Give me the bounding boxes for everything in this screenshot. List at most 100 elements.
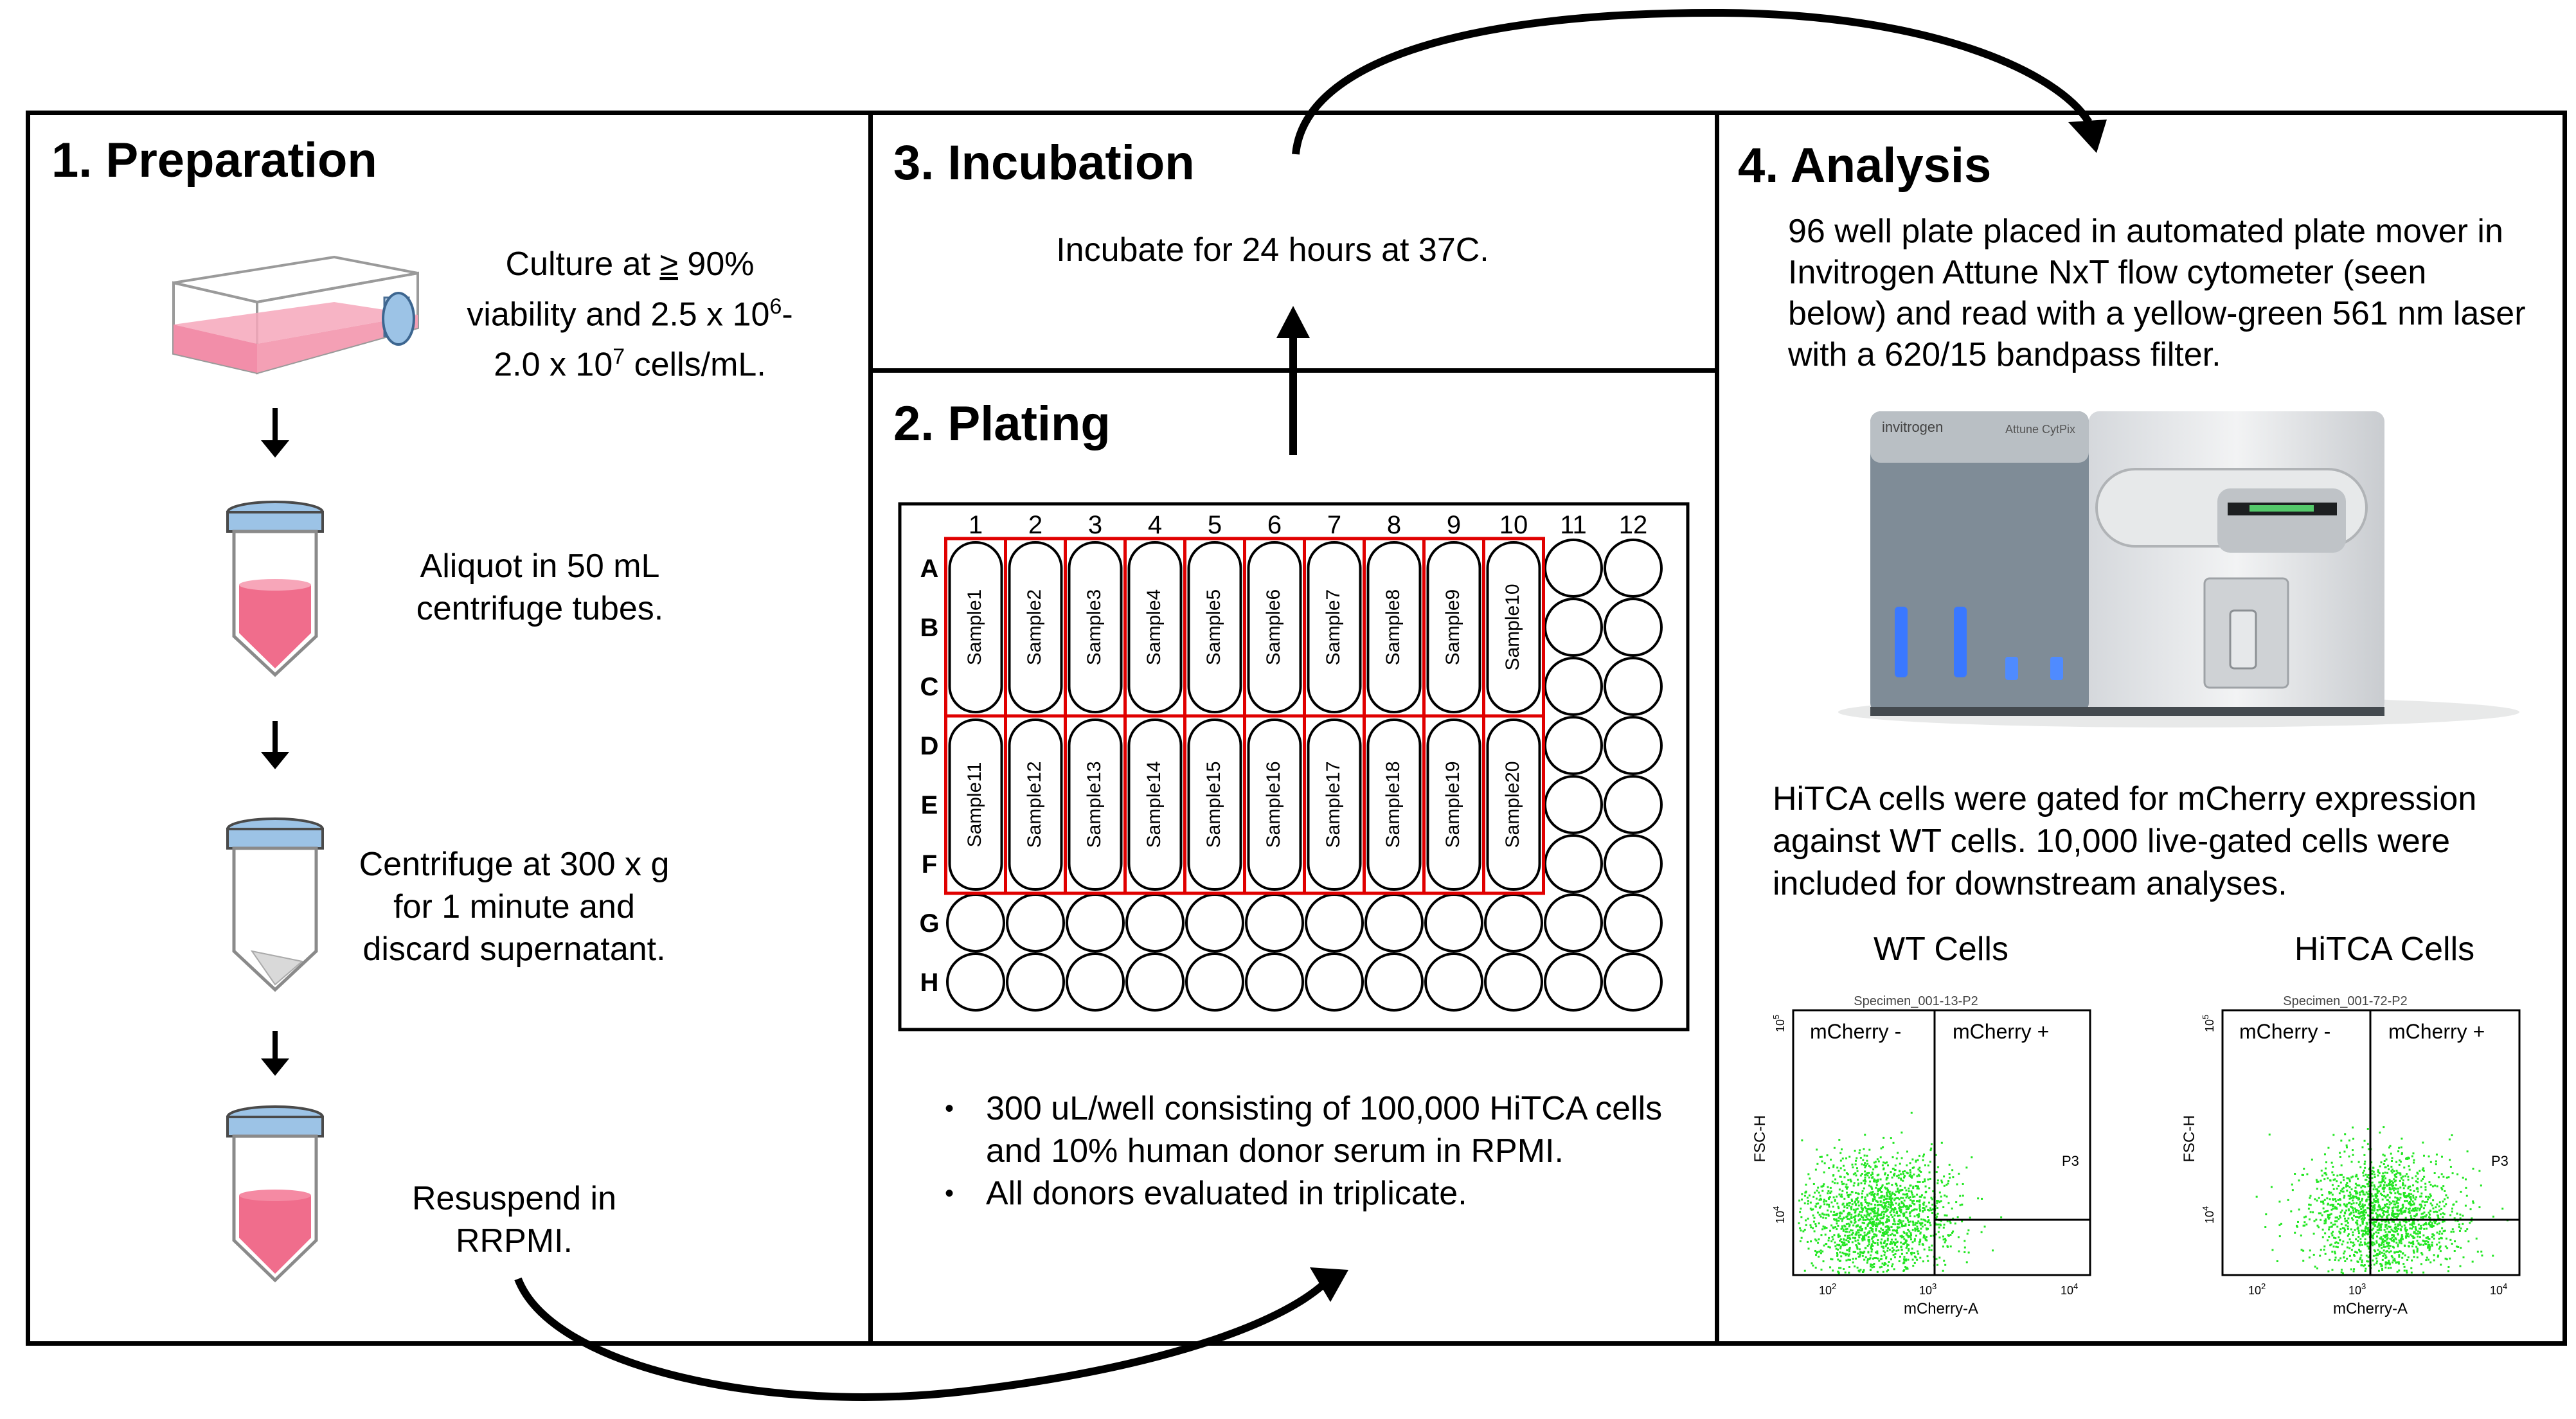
- event-dot: [2384, 1205, 2387, 1208]
- event-dot: [1882, 1271, 1884, 1273]
- event-dot: [2363, 1139, 2366, 1142]
- event-dot: [2298, 1208, 2300, 1211]
- event-dot: [1893, 1244, 1896, 1246]
- event-dot: [2331, 1269, 2334, 1271]
- event-dot: [2411, 1223, 2413, 1226]
- plate-row-label: D: [920, 732, 939, 760]
- sample-label: Sample9: [1442, 589, 1463, 665]
- event-dot: [2367, 1229, 2370, 1231]
- event-dot: [2302, 1224, 2305, 1227]
- event-dot: [2372, 1166, 2374, 1169]
- event-dot: [2407, 1256, 2410, 1258]
- event-dot: [2391, 1185, 2393, 1188]
- event-dot: [1842, 1229, 1845, 1232]
- event-dot: [2354, 1208, 2356, 1210]
- event-dot: [2347, 1225, 2349, 1227]
- event-dot: [1874, 1193, 1876, 1195]
- event-dot: [1902, 1220, 1904, 1222]
- event-dot: [1892, 1204, 1894, 1206]
- event-dot: [2386, 1262, 2389, 1264]
- event-dot: [1806, 1197, 1809, 1199]
- event-dot: [1881, 1245, 1884, 1248]
- well: [1364, 893, 1424, 952]
- event-dot: [2397, 1197, 2399, 1200]
- event-dot: [1873, 1178, 1875, 1181]
- event-dot: [1919, 1231, 1922, 1234]
- event-dot: [2421, 1200, 2424, 1202]
- event-dot: [2359, 1258, 2361, 1261]
- event-dot: [1866, 1154, 1868, 1157]
- event-dot: [2362, 1191, 2365, 1193]
- event-dot: [1924, 1180, 1926, 1182]
- event-dot: [2380, 1236, 2383, 1238]
- event-dot: [2428, 1222, 2431, 1224]
- event-dot: [2392, 1200, 2394, 1202]
- event-dot: [1863, 1258, 1866, 1261]
- analysis-title: 4. Analysis: [1738, 138, 1992, 193]
- event-dot: [1883, 1208, 1885, 1210]
- event-dot: [1901, 1221, 1903, 1224]
- event-dot: [2270, 1186, 2273, 1188]
- event-dot: [2393, 1203, 2395, 1206]
- event-dot: [2373, 1263, 2375, 1266]
- event-dot: [1903, 1212, 1906, 1215]
- event-dot: [1913, 1208, 1916, 1211]
- event-dot: [1867, 1236, 1870, 1238]
- event-dot: [1890, 1205, 1892, 1208]
- sample-well-merged: [1366, 718, 1422, 891]
- event-dot: [2352, 1149, 2354, 1152]
- event-dot: [1906, 1172, 1908, 1174]
- preparation-title: 1. Preparation: [51, 133, 377, 188]
- plate-row-label: E: [921, 791, 938, 819]
- event-dot: [2388, 1179, 2391, 1181]
- event-dot: [2438, 1209, 2441, 1211]
- event-dot: [1882, 1201, 1884, 1204]
- event-dot: [2348, 1201, 2351, 1204]
- event-dot: [1875, 1235, 1877, 1238]
- event-dot: [1840, 1255, 1843, 1258]
- event-dot: [2398, 1193, 2401, 1195]
- event-dot: [2404, 1217, 2407, 1219]
- event-dot: [1837, 1206, 1839, 1208]
- event-dot: [2383, 1245, 2385, 1248]
- quadrant-label-positive: mCherry +: [2388, 1020, 2485, 1043]
- event-dot: [1906, 1243, 1909, 1245]
- event-dot: [2414, 1198, 2417, 1200]
- event-dot: [1864, 1176, 1866, 1179]
- event-dot: [1846, 1191, 1848, 1194]
- event-dot: [1917, 1250, 1919, 1253]
- event-dot: [1943, 1175, 1945, 1178]
- event-dot: [2410, 1271, 2413, 1274]
- event-dot: [2431, 1233, 2434, 1236]
- event-dot: [2376, 1188, 2379, 1191]
- event-dot: [2366, 1143, 2369, 1145]
- event-dot: [1897, 1204, 1900, 1206]
- event-dot: [1877, 1257, 1879, 1260]
- event-dot: [1897, 1197, 1899, 1200]
- event-dot: [1838, 1207, 1840, 1209]
- event-dot: [1836, 1244, 1839, 1246]
- event-dot: [2396, 1209, 2399, 1211]
- event-dot: [2398, 1255, 2401, 1258]
- event-dot: [1916, 1175, 1919, 1177]
- event-dot: [2394, 1192, 2397, 1195]
- event-dot: [2373, 1209, 2375, 1211]
- event-dot: [2408, 1202, 2410, 1204]
- event-dot: [2435, 1206, 2437, 1209]
- event-dot: [1854, 1200, 1857, 1203]
- event-dot: [2424, 1240, 2426, 1243]
- event-dot: [1894, 1223, 1897, 1226]
- event-dot: [1798, 1222, 1800, 1224]
- event-dot: [1869, 1221, 1872, 1224]
- event-dot: [1868, 1214, 1870, 1217]
- event-dot: [1902, 1206, 1904, 1208]
- event-dot: [1855, 1208, 1857, 1211]
- event-dot: [2427, 1244, 2429, 1247]
- event-dot: [2420, 1263, 2422, 1265]
- event-dot: [2410, 1215, 2412, 1217]
- event-dot: [2347, 1227, 2349, 1230]
- event-dot: [2372, 1217, 2374, 1220]
- event-dot: [2395, 1206, 2397, 1209]
- event-dot: [1862, 1235, 1865, 1238]
- event-dot: [2441, 1227, 2444, 1229]
